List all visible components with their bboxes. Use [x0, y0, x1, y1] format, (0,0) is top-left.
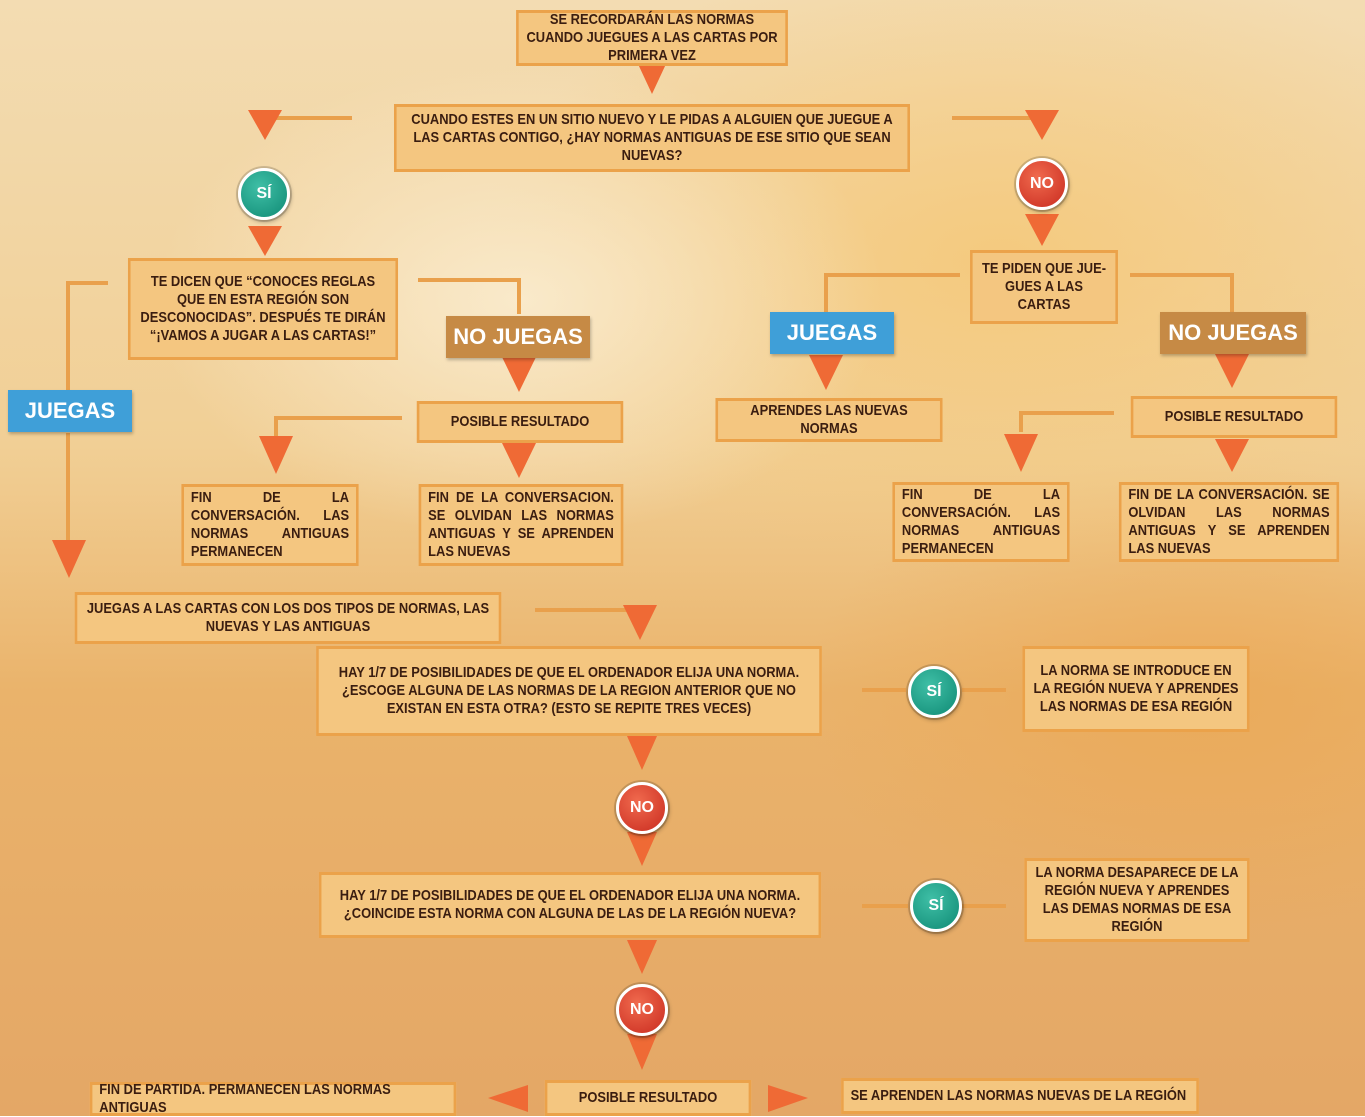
connector-result-right-split — [1019, 411, 1114, 432]
learn-new-rules-box: APRENDES LAS NUEVAS NORMAS — [715, 398, 943, 442]
possible-result-left-box: POSIBLE RESULTADO — [416, 401, 624, 443]
arrow-nobadge3-down — [627, 1034, 657, 1070]
connector-q1-yes — [263, 116, 352, 128]
no-branch-box: TE PIDEN QUE JUE-GUES A LAS CARTAS — [970, 250, 1118, 324]
no-juegas-right-label: NO JUEGAS — [1160, 312, 1306, 354]
right-end-old-rules-box: FIN DE LA CONVERSACIÓN. LAS NORMAS ANTIG… — [892, 482, 1070, 562]
play-both-rules-box: JUEGAS A LAS CARTAS CON LOS DOS TIPOS DE… — [74, 592, 502, 644]
q3-yes-result-box: LA NORMA DESAPARECE DE LA REGIÓN NUEVA Y… — [1024, 858, 1250, 942]
juegas-left-label: JUEGAS — [8, 390, 132, 432]
arrow-result-right-final — [768, 1085, 808, 1112]
no-badge-1: NO — [1016, 158, 1068, 210]
arrow-juegas-left-down — [52, 540, 86, 578]
yes-branch-box: TE DICEN QUE “CONOCES REGLAS QUE EN ESTA… — [127, 258, 399, 360]
right-end-new-rules-box: FIN DE LA CONVERSACIÓN. SE OLVIDAN LAS N… — [1118, 482, 1340, 562]
no-juegas-left-label: NO JUEGAS — [446, 316, 590, 358]
arrow-q3-down — [627, 940, 657, 974]
question1-box: CUANDO ESTES EN UN SITIO NUEVO Y LE PIDA… — [394, 104, 910, 172]
arrow-yes-down — [248, 110, 282, 140]
end-game-old-rules-box: FIN DE PARTIDA. PERMANECEN LAS NORMAS AN… — [89, 1081, 457, 1116]
arrow-nobadge-down — [1025, 214, 1059, 246]
learn-region-rules-box: SE APRENDEN LAS NORMAS NUEVAS DE LA REGI… — [841, 1078, 1199, 1114]
connector-q1-no — [952, 116, 1044, 128]
intro-box: SE RECORDARÁN LAS NORMAS CUANDO JUEGUES … — [516, 10, 788, 66]
q2-yes-result-box: LA NORMA SE INTRODUCE EN LA REGIÓN NUEVA… — [1022, 646, 1250, 732]
question2-box: HAY 1/7 DE POSIBILIDADES DE QUE EL ORDEN… — [316, 646, 822, 736]
arrow-intro-down — [638, 64, 666, 94]
arrow-nobadge2-down — [627, 832, 657, 866]
arrow-q2-down — [627, 736, 657, 770]
arrow-juegas-right-down — [809, 355, 843, 390]
connector-result-left-split — [274, 416, 402, 436]
yes-badge-1: SÍ — [238, 168, 290, 220]
question3-box: HAY 1/7 DE POSIBILIDADES DE QUE EL ORDEN… — [318, 872, 822, 938]
connector-yes-nojuegas — [418, 278, 521, 314]
arrow-nojuegas-left-down — [502, 357, 536, 392]
possible-result-right-box: POSIBLE RESULTADO — [1130, 396, 1338, 438]
connector-right-nojuegas — [1130, 273, 1234, 312]
arrow-no-down — [1025, 110, 1059, 140]
arrow-playboth-down — [623, 605, 657, 640]
arrow-result-left-2 — [502, 443, 536, 478]
left-end-new-rules-box: FIN DE LA CONVERSACION. SE OLVIDAN LAS N… — [418, 484, 624, 566]
no-badge-3: NO — [616, 984, 668, 1036]
arrow-result-right-1 — [1004, 434, 1038, 472]
arrow-nojuegas-right-down — [1215, 354, 1249, 388]
yes-badge-3: SÍ — [910, 880, 962, 932]
arrow-result-right-2 — [1215, 439, 1249, 472]
possible-result-bottom-box: POSIBLE RESULTADO — [544, 1080, 752, 1116]
no-badge-2: NO — [616, 782, 668, 834]
yes-badge-2: SÍ — [908, 666, 960, 718]
connector-right-juegas — [824, 273, 960, 313]
arrow-result-left-1 — [259, 436, 293, 474]
juegas-right-label: JUEGAS — [770, 312, 894, 354]
arrow-result-left-final — [488, 1085, 528, 1112]
connector-yes-juegas — [66, 281, 108, 395]
arrow-yesbadge-down — [248, 226, 282, 256]
left-end-old-rules-box: FIN DE LA CONVERSACIÓN. LAS NORMAS ANTIG… — [181, 484, 359, 566]
